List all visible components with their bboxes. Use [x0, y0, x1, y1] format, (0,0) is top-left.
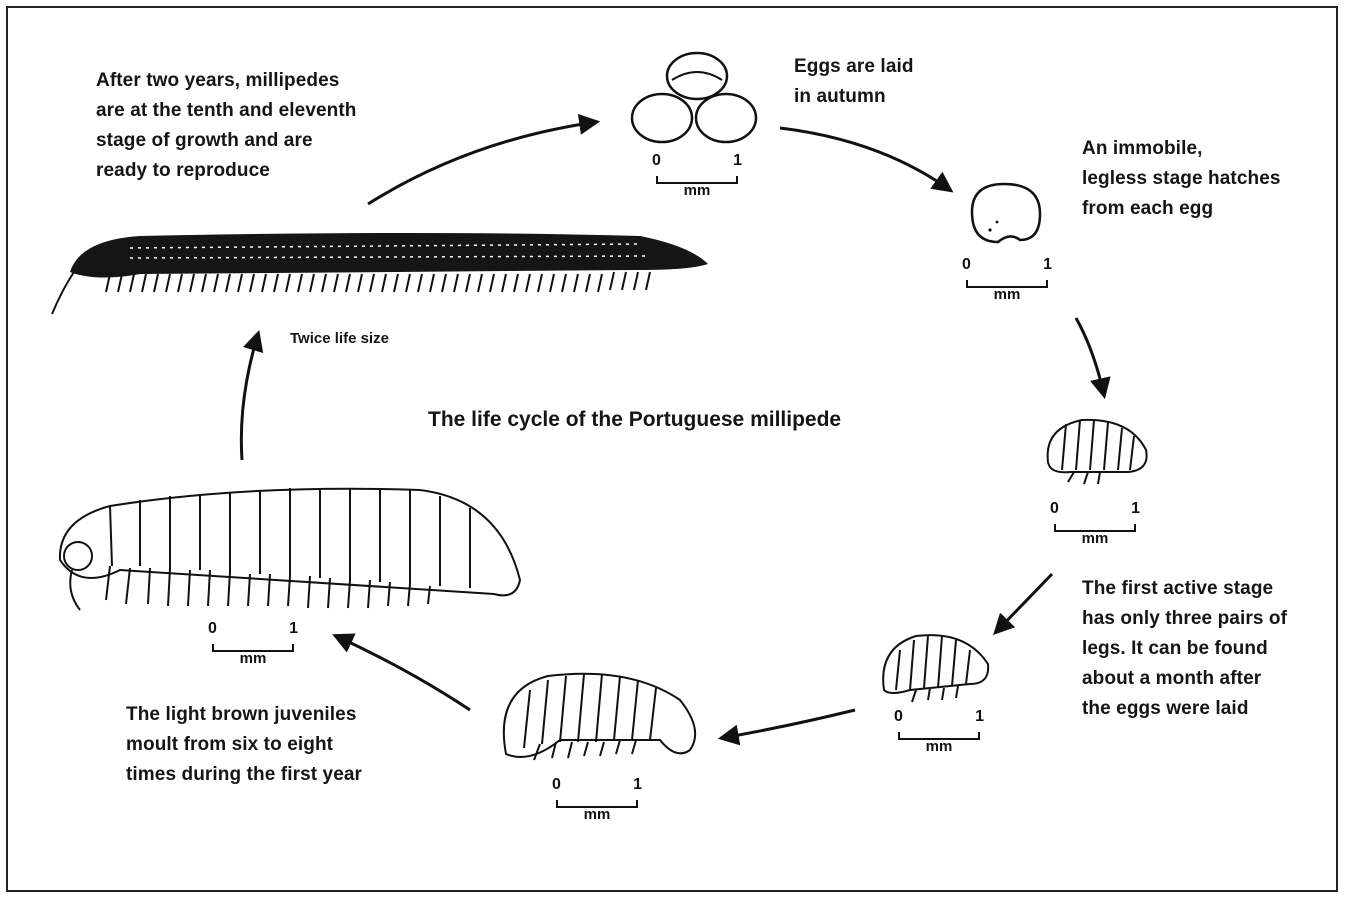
arrow-older-to-adult — [241, 334, 258, 460]
arrow-immobile-to-larva — [1076, 318, 1104, 395]
arrow-eggs-to-immobile — [780, 128, 950, 190]
caption-immobile-stage: An immobile, legless stage hatches from … — [1082, 134, 1281, 224]
caption-eggs: Eggs are laid in autumn — [794, 52, 914, 112]
first-active-stage-illustration — [883, 635, 988, 702]
larva-stage-illustration — [1048, 420, 1147, 484]
eggs-illustration — [632, 53, 756, 142]
immobile-stage-illustration — [972, 184, 1040, 242]
caption-adult: After two years, millipedes are at the t… — [96, 66, 357, 186]
older-juvenile-illustration — [60, 488, 520, 610]
caption-first-active-stage: The first active stage has only three pa… — [1082, 574, 1287, 724]
juvenile-illustration — [504, 674, 695, 760]
arrow-larva-to-first-active — [996, 574, 1052, 632]
arrow-juvenile-to-older — [336, 636, 470, 710]
adult-millipede-illustration — [52, 233, 708, 314]
arrow-adult-to-eggs — [368, 122, 596, 204]
size-note: Twice life size — [290, 330, 389, 347]
caption-juveniles: The light brown juveniles moult from six… — [126, 700, 362, 790]
arrow-first-active-to-juvenile — [722, 710, 855, 738]
diagram-title: The life cycle of the Portuguese millipe… — [428, 408, 841, 432]
